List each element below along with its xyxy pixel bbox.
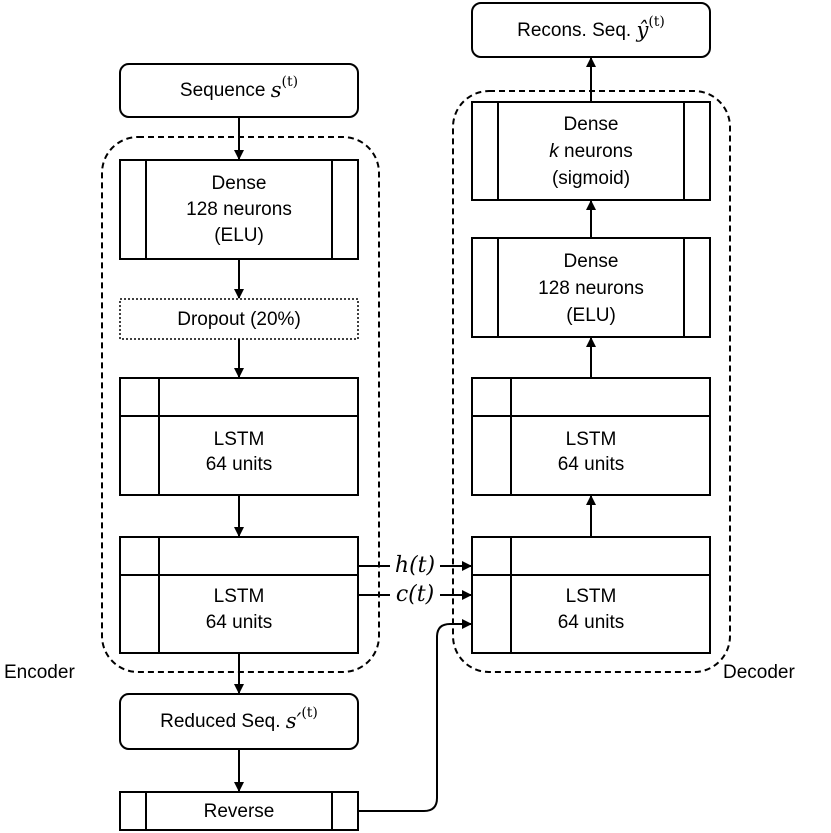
decoder-output-dense-title: Dense: [564, 114, 619, 135]
reduced-sequence-symbol: s′: [286, 709, 302, 733]
decoder-lstm-1: LSTM 64 units: [471, 536, 711, 654]
decoder-output-dense-layer: Dense k neurons (sigmoid): [471, 101, 711, 201]
arrow-reverse-to-decoder: [358, 619, 472, 812]
decoder-output-dense-k: k: [549, 141, 560, 162]
encoder-lstm-2: LSTM 64 units: [119, 536, 359, 654]
decoder-dense-layer: Dense 128 neurons (ELU): [471, 237, 711, 338]
hidden-state-label: h(t): [395, 553, 435, 578]
encoder-dense-size: 128 neurons: [186, 199, 292, 220]
decoder-dense-activation: (ELU): [566, 305, 616, 326]
encoder-dense-title: Dense: [212, 173, 267, 194]
reconstructed-sequence-symbol: ŷ: [635, 18, 649, 42]
decoder-output-dense-size: neurons: [559, 141, 633, 162]
svg-text:Sequence s(t): Sequence s(t): [180, 74, 298, 102]
decoder-dense-title: Dense: [564, 251, 619, 272]
decoder-output-dense-activation: (sigmoid): [552, 168, 630, 189]
encoder-lstm-2-title: LSTM: [214, 586, 265, 607]
decoder-label: Decoder: [723, 662, 795, 683]
encoder-dense-layer: Dense 128 neurons (ELU): [119, 159, 359, 260]
reconstructed-sequence-node: Recons. Seq. ŷ(t): [471, 2, 711, 58]
decoder-dense-size: 128 neurons: [538, 278, 644, 299]
dropout-layer: Dropout (20%): [119, 298, 359, 340]
cell-state-label: c(t): [396, 582, 434, 607]
sequence-input-label: Sequence: [180, 80, 271, 101]
sequence-input-symbol: s: [271, 78, 282, 102]
decoder-lstm-2-title: LSTM: [566, 429, 617, 450]
svg-text:Recons. Seq. ŷ(t): Recons. Seq. ŷ(t): [517, 14, 665, 42]
svg-text:k neurons: k neurons: [549, 141, 632, 162]
encoder-lstm-1-units: 64 units: [206, 454, 273, 475]
dropout-label: Dropout (20%): [177, 309, 301, 330]
reduced-sequence-superscript: (t): [301, 705, 318, 721]
svg-text:Reduced Seq. s′(t): Reduced Seq. s′(t): [160, 705, 318, 733]
reduced-sequence-label: Reduced Seq.: [160, 711, 286, 732]
encoder-lstm-1: LSTM 64 units: [119, 377, 359, 496]
encoder-dense-activation: (ELU): [214, 225, 264, 246]
reconstructed-sequence-label: Recons. Seq.: [517, 20, 636, 41]
decoder-lstm-1-units: 64 units: [558, 612, 625, 633]
reconstructed-sequence-superscript: (t): [648, 14, 665, 30]
sequence-input-node: Sequence s(t): [119, 63, 359, 118]
decoder-lstm-1-title: LSTM: [566, 586, 617, 607]
reverse-label: Reverse: [204, 801, 275, 822]
reduced-sequence-node: Reduced Seq. s′(t): [119, 693, 359, 750]
encoder-lstm-1-title: LSTM: [214, 429, 265, 450]
sequence-input-superscript: (t): [282, 74, 299, 90]
encoder-lstm-2-units: 64 units: [206, 612, 273, 633]
decoder-lstm-2: LSTM 64 units: [471, 377, 711, 496]
decoder-lstm-2-units: 64 units: [558, 454, 625, 475]
encoder-group: [101, 136, 380, 673]
reverse-node: Reverse: [119, 791, 359, 831]
encoder-label: Encoder: [4, 662, 75, 683]
